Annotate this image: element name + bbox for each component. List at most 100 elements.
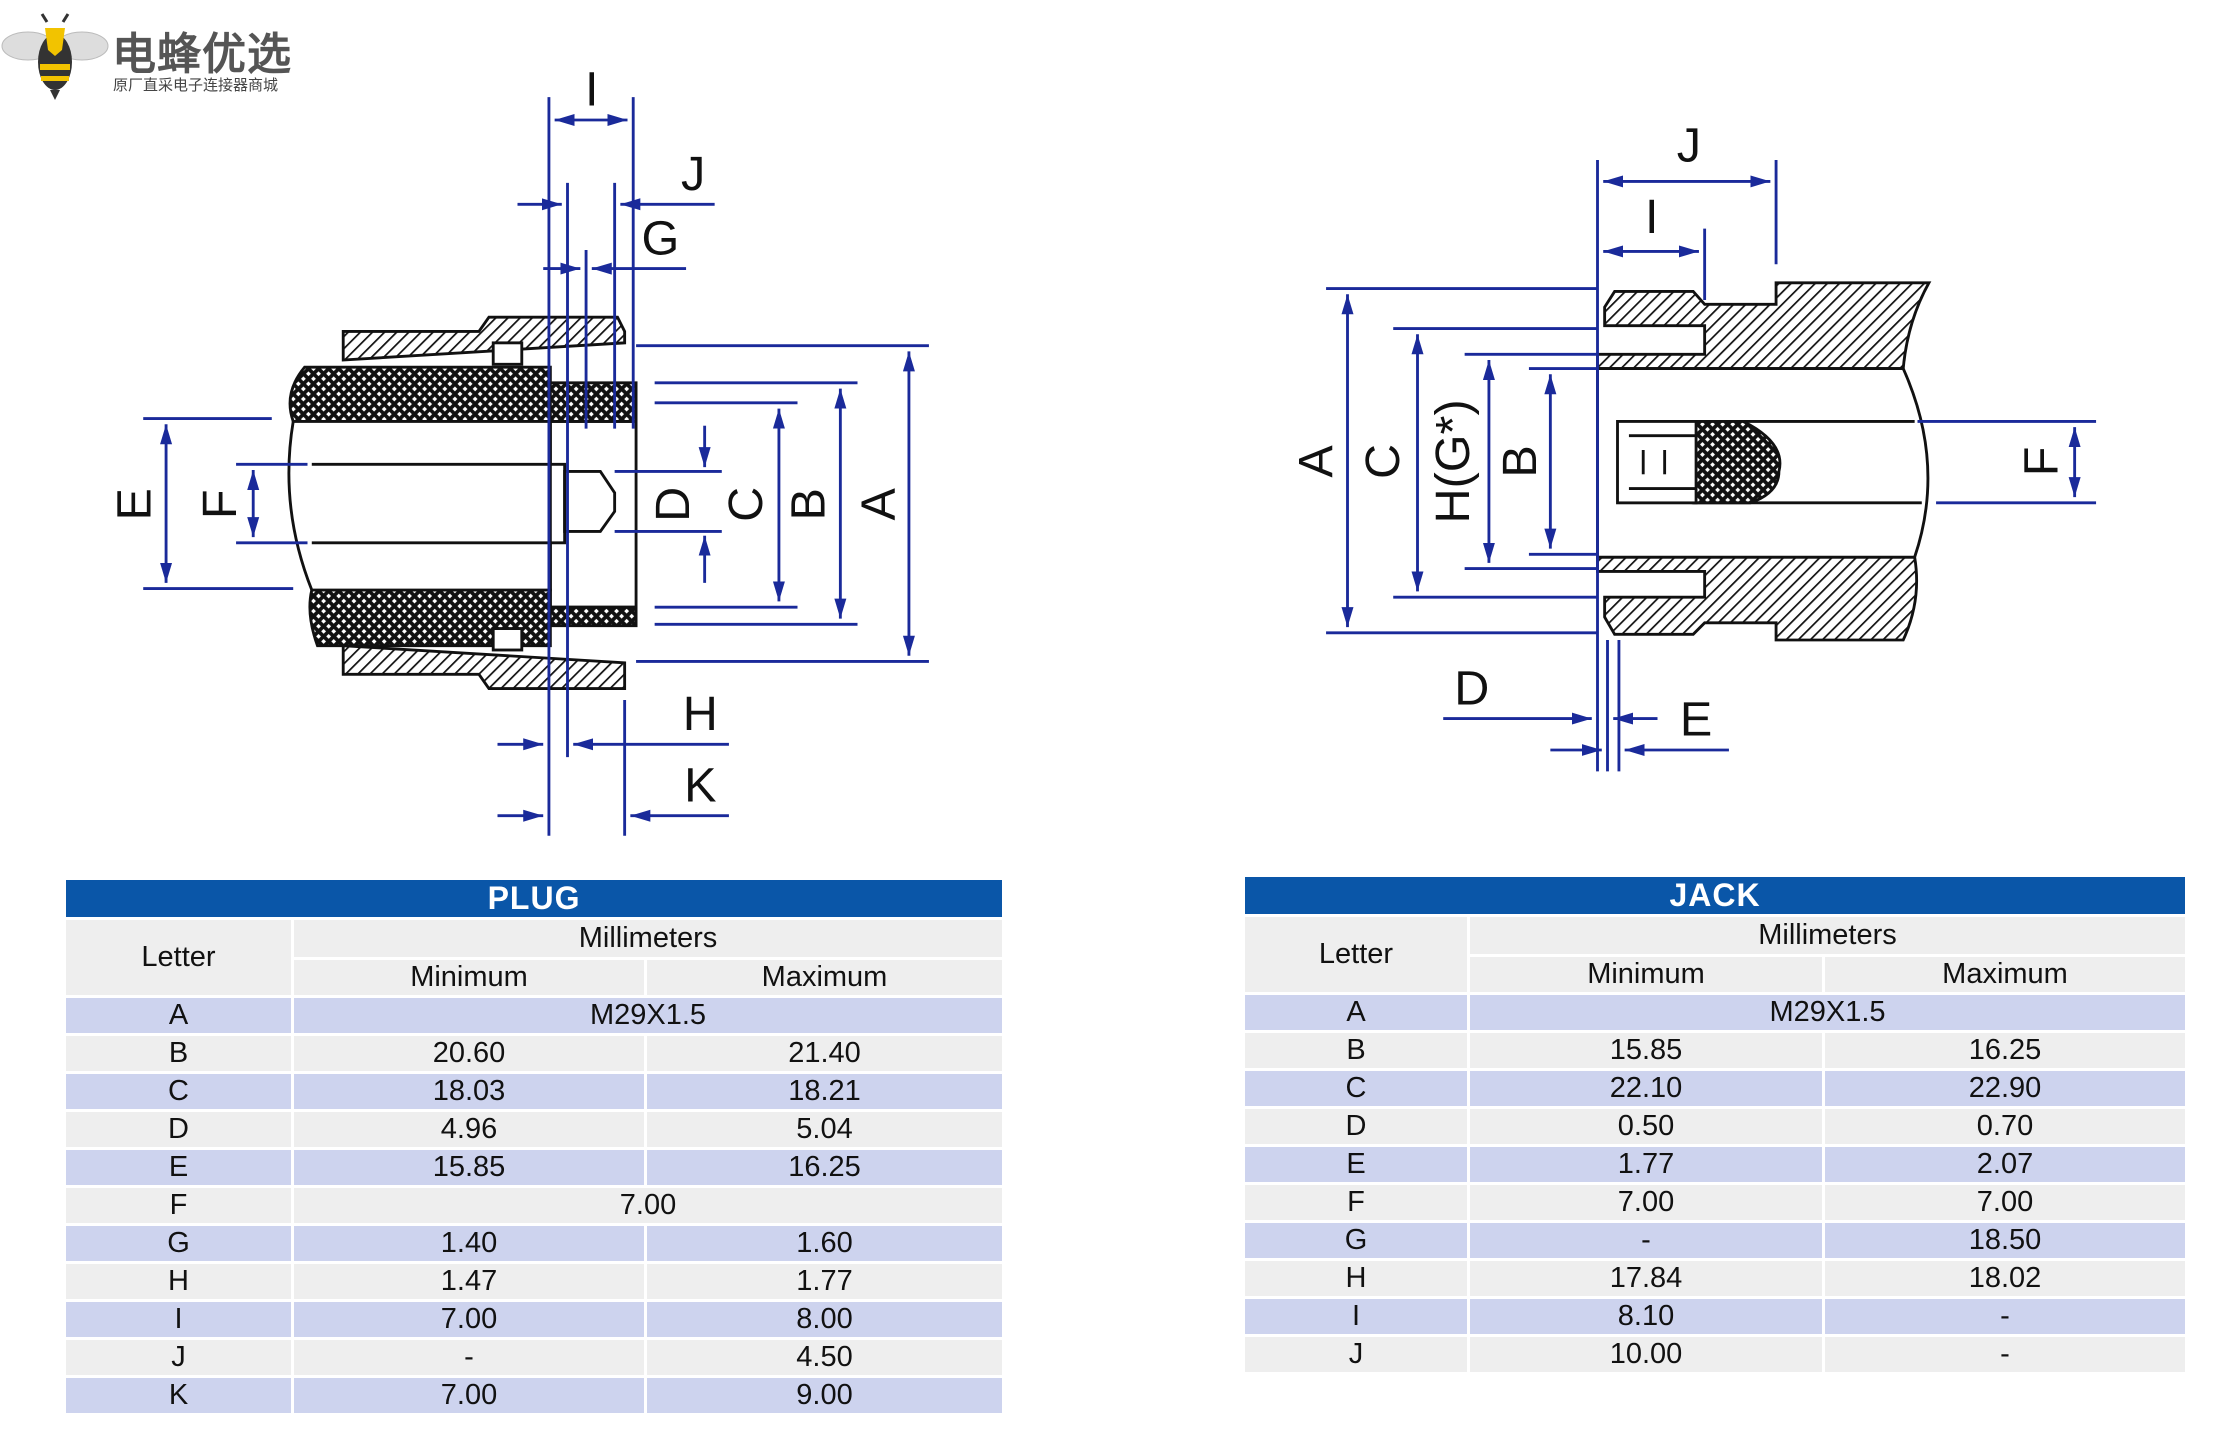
row-minimum: 1.40 bbox=[294, 1226, 647, 1264]
row-letter: A bbox=[66, 998, 294, 1036]
row-letter: F bbox=[66, 1188, 294, 1226]
row-minimum: 1.47 bbox=[294, 1264, 647, 1302]
row-letter: J bbox=[1245, 1337, 1470, 1375]
plug-label-c: C bbox=[719, 487, 773, 522]
jack-label-c: C bbox=[1356, 444, 1410, 479]
row-letter: D bbox=[1245, 1109, 1470, 1147]
row-minimum: - bbox=[1470, 1223, 1825, 1261]
jack-label-h: H(G*) bbox=[1426, 399, 1480, 523]
column-header-maximum: Maximum bbox=[1825, 957, 2185, 995]
row-minimum: 0.50 bbox=[1470, 1109, 1825, 1147]
column-header-units: Millimeters bbox=[294, 920, 1003, 960]
row-minimum: 17.84 bbox=[1470, 1261, 1825, 1299]
jack-label-j: J bbox=[1677, 118, 1701, 172]
row-letter: C bbox=[66, 1074, 294, 1112]
row-maximum: 16.25 bbox=[647, 1150, 1003, 1188]
row-maximum: 16.25 bbox=[1825, 1033, 2185, 1071]
jack-label-a: A bbox=[1289, 445, 1343, 478]
row-letter: E bbox=[66, 1150, 294, 1188]
row-maximum: 9.00 bbox=[647, 1378, 1003, 1416]
row-letter: I bbox=[1245, 1299, 1470, 1337]
row-maximum: 21.40 bbox=[647, 1036, 1003, 1074]
row-maximum: 8.00 bbox=[647, 1302, 1003, 1340]
row-letter: C bbox=[1245, 1071, 1470, 1109]
row-maximum: - bbox=[1825, 1299, 2185, 1337]
bee-logo-icon bbox=[1, 13, 109, 100]
row-maximum: 18.02 bbox=[1825, 1261, 2185, 1299]
row-maximum: 22.90 bbox=[1825, 1071, 2185, 1109]
plug-label-k: K bbox=[684, 758, 716, 812]
plug-dimension-labels: I J G H K E F D C B A bbox=[107, 63, 905, 813]
row-minimum: 20.60 bbox=[294, 1036, 647, 1074]
row-minimum: 15.85 bbox=[1470, 1033, 1825, 1071]
logo-title: 电蜂优选 bbox=[112, 29, 292, 80]
row-maximum: - bbox=[1825, 1337, 2185, 1375]
row-value: M29X1.5 bbox=[294, 998, 1003, 1036]
plug-label-b: B bbox=[782, 488, 836, 520]
plug-label-e: E bbox=[107, 488, 161, 520]
column-header-letter: Letter bbox=[66, 920, 294, 998]
row-maximum: 7.00 bbox=[1825, 1185, 2185, 1223]
row-minimum: 1.77 bbox=[1470, 1147, 1825, 1185]
column-header-minimum: Minimum bbox=[294, 960, 647, 998]
row-value: 7.00 bbox=[294, 1188, 1003, 1226]
column-header-units: Millimeters bbox=[1470, 917, 2185, 957]
row-minimum: 8.10 bbox=[1470, 1299, 1825, 1337]
plug-label-j: J bbox=[681, 147, 705, 201]
row-letter: A bbox=[1245, 995, 1470, 1033]
logo: 电蜂优选 原厂直采电子连接器商城 bbox=[0, 0, 320, 110]
jack-label-b: B bbox=[1493, 445, 1547, 477]
row-minimum: 7.00 bbox=[294, 1378, 647, 1416]
row-maximum: 5.04 bbox=[647, 1112, 1003, 1150]
row-maximum: 18.50 bbox=[1825, 1223, 2185, 1261]
jack-dimension-lines bbox=[1326, 160, 2097, 772]
plug-label-f: F bbox=[193, 489, 247, 519]
logo-subtitle: 原厂直采电子连接器商城 bbox=[113, 76, 279, 94]
row-minimum: 18.03 bbox=[294, 1074, 647, 1112]
row-maximum: 1.77 bbox=[647, 1264, 1003, 1302]
plug-label-d: D bbox=[646, 487, 700, 522]
row-letter: H bbox=[1245, 1261, 1470, 1299]
table-row: J-4.50 bbox=[66, 1340, 1003, 1378]
row-minimum: 7.00 bbox=[294, 1302, 647, 1340]
row-letter: F bbox=[1245, 1185, 1470, 1223]
plug-label-h: H bbox=[683, 687, 718, 741]
row-maximum: 18.21 bbox=[647, 1074, 1003, 1112]
row-letter: I bbox=[66, 1302, 294, 1340]
row-minimum: 15.85 bbox=[294, 1150, 647, 1188]
column-header-letter: Letter bbox=[1245, 917, 1470, 995]
row-minimum: 7.00 bbox=[1470, 1185, 1825, 1223]
row-letter: E bbox=[1245, 1147, 1470, 1185]
plug-label-i: I bbox=[585, 63, 599, 117]
jack-label-d: D bbox=[1454, 661, 1489, 715]
plug-label-a: A bbox=[852, 487, 906, 520]
jack-label-i: I bbox=[1645, 190, 1658, 244]
row-value: M29X1.5 bbox=[1470, 995, 2185, 1033]
row-minimum: 10.00 bbox=[1470, 1337, 1825, 1375]
column-header-maximum: Maximum bbox=[647, 960, 1003, 998]
row-minimum: 22.10 bbox=[1470, 1071, 1825, 1109]
table-title: PLUG bbox=[66, 880, 1003, 920]
row-maximum: 1.60 bbox=[647, 1226, 1003, 1264]
row-maximum: 0.70 bbox=[1825, 1109, 2185, 1147]
row-minimum: 4.96 bbox=[294, 1112, 647, 1150]
